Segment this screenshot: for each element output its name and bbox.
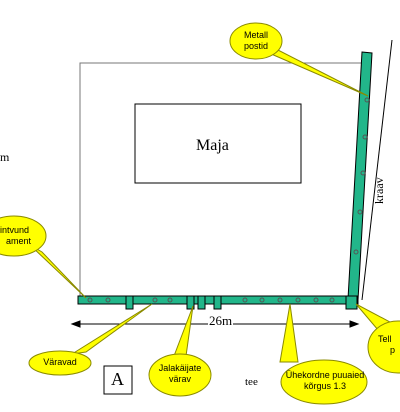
callout-metal-posts <box>229 22 369 97</box>
callout-pedestrian-gate <box>148 305 212 397</box>
callout-gate <box>28 303 153 376</box>
callout-fence-text: Ühekordne puuaied kõrgus 1.3 <box>285 370 365 391</box>
callout-mesh <box>0 215 87 299</box>
ditch-label: kraav <box>372 177 386 204</box>
callout-pedestrian-gate-text: Jalakäijate värav <box>158 363 202 384</box>
plot-boundary <box>79 62 368 298</box>
callout-gate-text: Väravad <box>43 357 77 367</box>
fence-post-circles <box>87 97 370 303</box>
section-marker-label: A <box>111 369 124 389</box>
callout-brick-text: Tell p <box>378 334 396 355</box>
callout-metal-posts-text: Metall postid <box>243 30 269 51</box>
ditch-line <box>361 39 393 301</box>
callout-brick <box>355 303 400 374</box>
callout-fence <box>279 303 368 405</box>
house-outline <box>134 103 302 184</box>
dimension-label: 26m <box>208 313 234 329</box>
callout-mesh-text: intvund ament <box>0 225 32 246</box>
section-marker-box <box>103 365 133 395</box>
area-left-label: m <box>0 150 10 164</box>
fence-posts <box>125 295 358 310</box>
house-label: Maja <box>196 137 229 154</box>
road-label: tee <box>245 376 258 388</box>
